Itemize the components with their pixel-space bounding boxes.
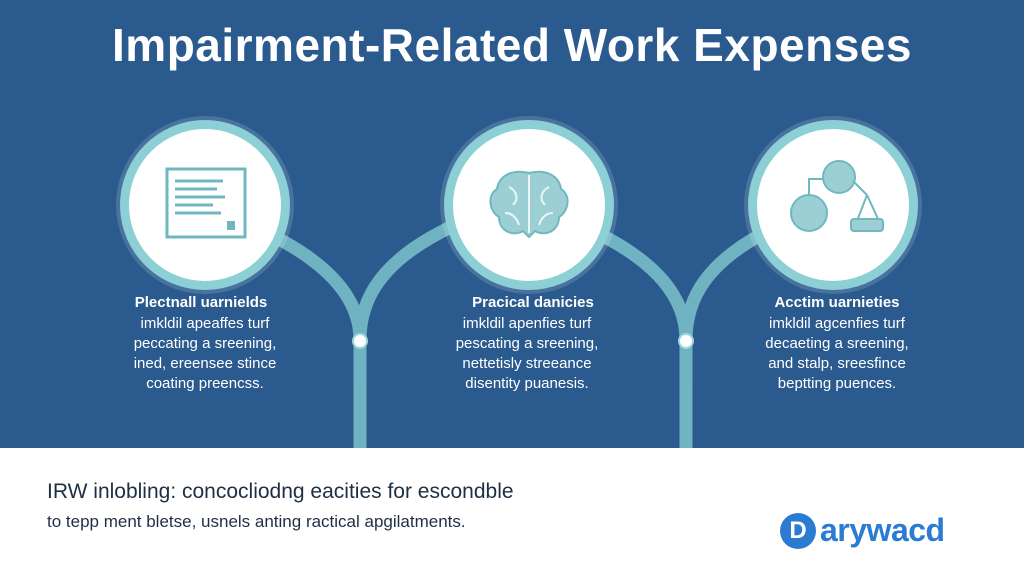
brain-icon <box>489 170 569 239</box>
card-1-description: imkldil apeaffes turf peccating a sreeni… <box>133 315 277 392</box>
brand-mark-icon: D <box>780 512 816 549</box>
brand-logo: D arywacd <box>780 512 945 549</box>
card-2-description: imkldil apenfies turf pescating a sreeni… <box>455 315 599 392</box>
card-2-circle <box>444 120 614 290</box>
document-icon <box>165 167 247 239</box>
card-3-description: imkldil agcenfies turf decaeting a sreen… <box>765 315 909 392</box>
card-1-title: Plectnall uarnields <box>134 294 268 311</box>
footer-line-1: IRW inlobling: concocliodng eacities for… <box>47 480 514 503</box>
brand-name: arywacd <box>820 512 945 548</box>
page-title: Impairment-Related Work Expenses <box>112 19 912 71</box>
scale-icon <box>790 160 884 232</box>
card-2-title: Pracical danicies <box>472 294 594 311</box>
footer-line-2: to tepp ment bletse, usnels anting racti… <box>47 512 466 531</box>
header-panel: Impairment-Related Work Expenses Plectna… <box>0 0 1024 448</box>
card-3-title: Acctim uarnieties <box>774 294 900 311</box>
card-1-circle <box>120 120 290 290</box>
card-3-circle <box>748 120 918 290</box>
